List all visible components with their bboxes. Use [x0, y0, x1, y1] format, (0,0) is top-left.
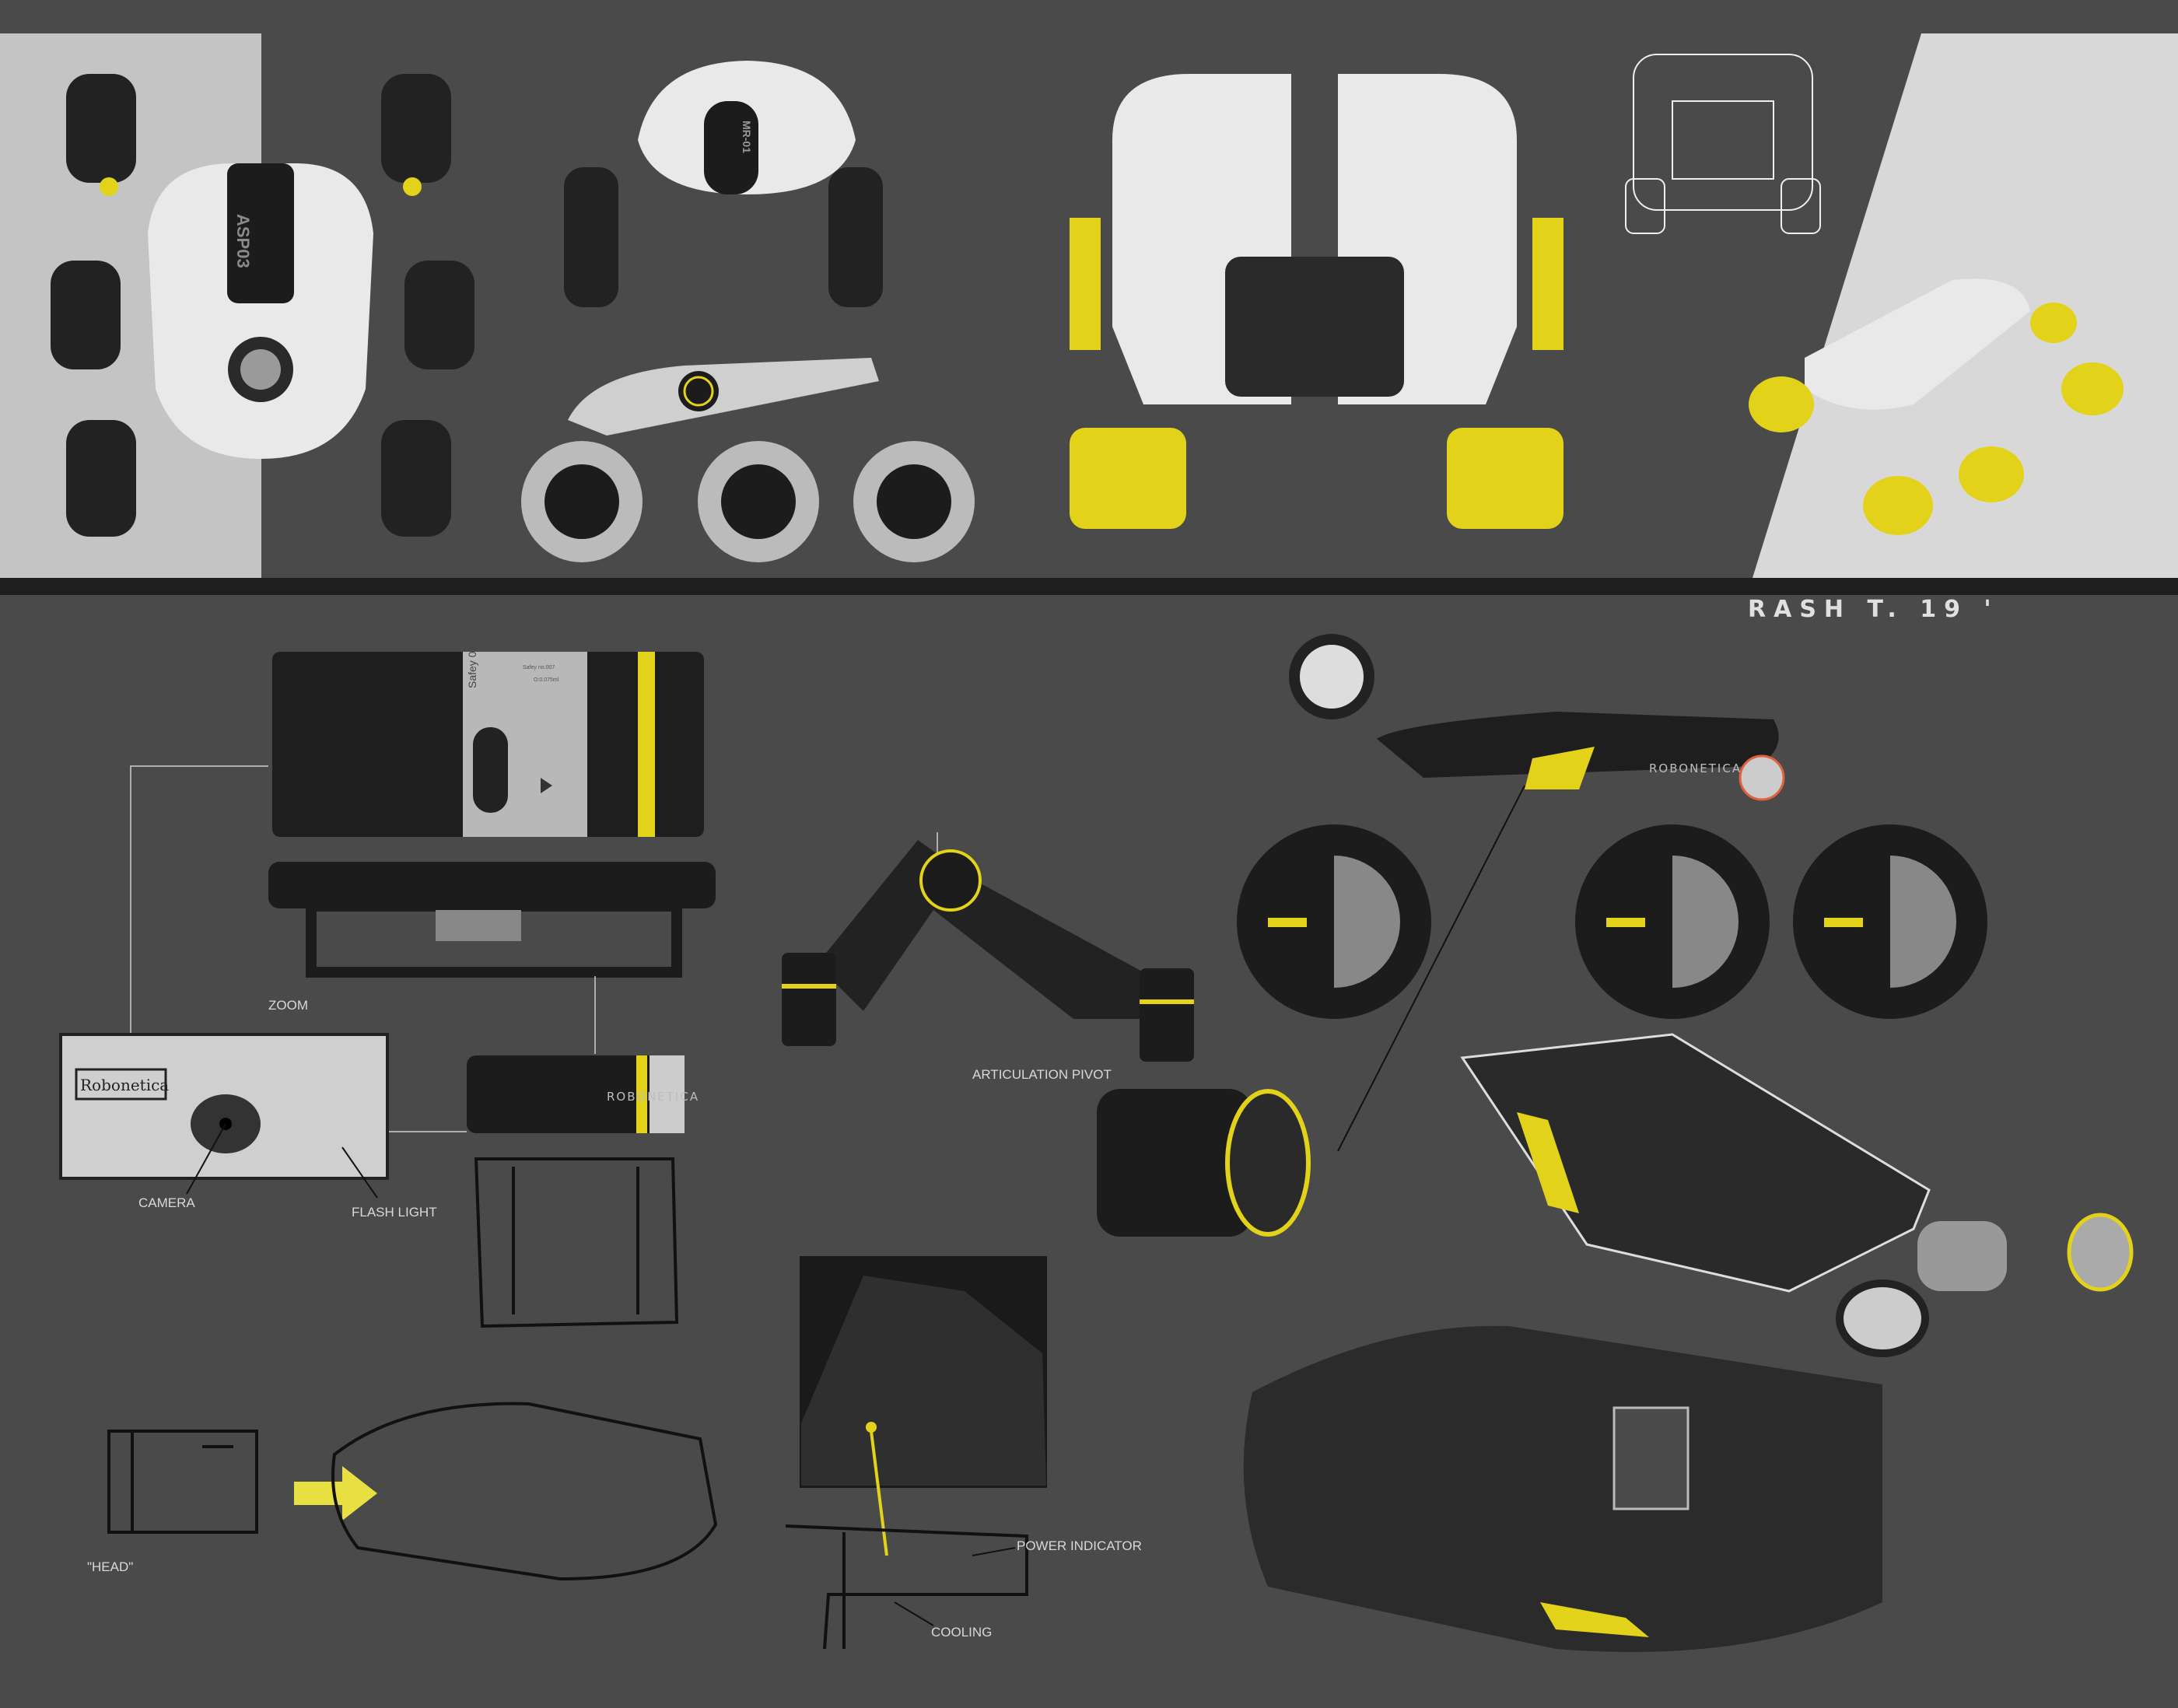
- robot-wireframe: [1625, 54, 1821, 234]
- sketch-brand: Robonetica: [80, 1076, 169, 1094]
- label-articulation-pivot: ARTICULATION PIVOT: [972, 1067, 1112, 1082]
- robot-front-view: MR-01: [564, 61, 883, 307]
- camera-sketch: Robonetica: [59, 1033, 389, 1199]
- head-shell-render: [1243, 1325, 1882, 1652]
- articulated-arm-render: [782, 840, 1311, 1237]
- section-divider: [0, 578, 2178, 595]
- cooling-detail-render: [785, 1256, 1047, 1650]
- small-camera-render: ROBONETICA: [467, 1055, 699, 1328]
- rover-brand: ROBONETICA: [1649, 761, 1742, 775]
- label-power-indicator: POWER INDICATOR: [1017, 1538, 1142, 1553]
- robot-perspective-render: [1749, 278, 2124, 535]
- camera-model-tag: Safey 07: [466, 646, 478, 688]
- camera-spec-line-1: Safey no.007: [523, 665, 555, 670]
- robot-front-render: [1070, 74, 1563, 529]
- rover-side-render: ROBONETICA: [1237, 634, 1987, 1152]
- label-zoom: ZOOM: [268, 998, 308, 1013]
- label-flash-light: FLASH LIGHT: [352, 1205, 437, 1220]
- model-label-mr01: MR-01: [741, 121, 753, 153]
- robot-side-view: [521, 358, 975, 562]
- chassis-render: [1460, 1033, 2134, 1357]
- model-label-asp03: ASP03: [233, 214, 253, 268]
- head-sketches: [107, 1402, 718, 1581]
- label-camera: CAMERA: [138, 1195, 195, 1210]
- camera-spec-line-2: O:0.075ml: [534, 677, 559, 683]
- camera-module-render: Safey 07 Safey no.007 O:0.075ml: [268, 646, 716, 978]
- top-margin: [0, 0, 2178, 33]
- robot-top-view: ASP03: [51, 74, 474, 537]
- label-cooling: COOLING: [931, 1625, 992, 1640]
- artist-signature: RASH T. 19 ': [1748, 596, 1999, 623]
- label-head: "HEAD": [87, 1559, 133, 1574]
- small-camera-brand: ROBONETICA: [607, 1090, 699, 1104]
